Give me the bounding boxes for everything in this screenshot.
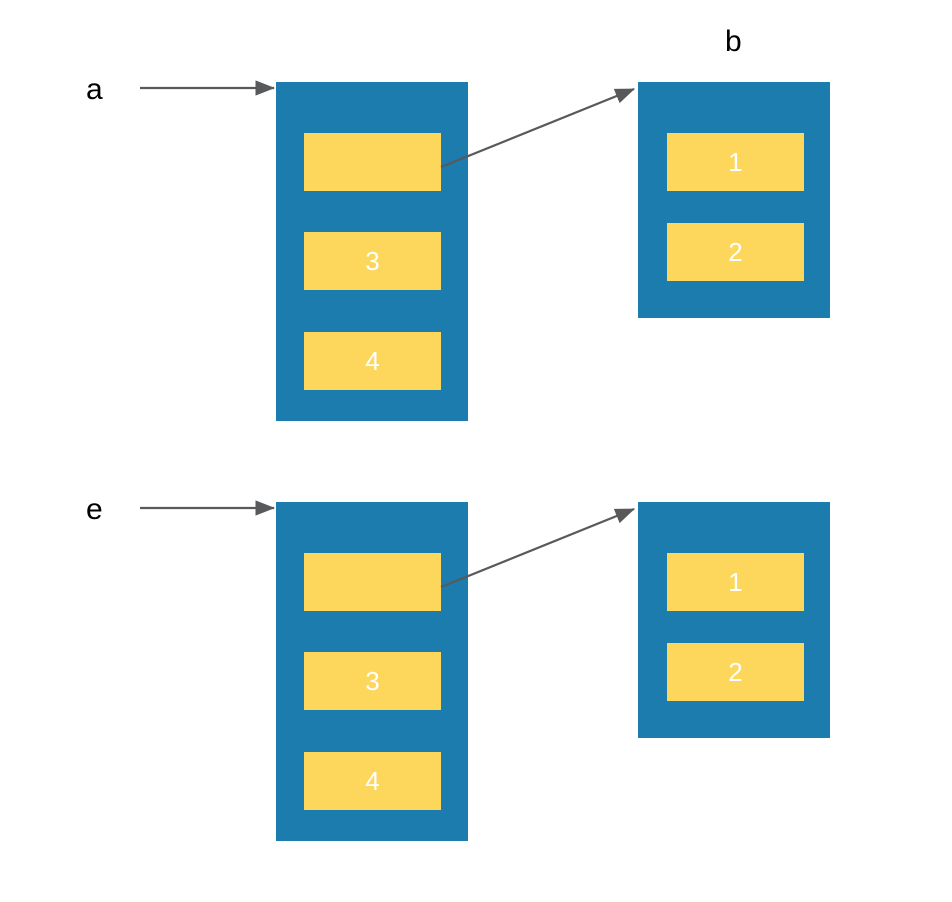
slot-label: 4 [365, 766, 380, 796]
slot-label: 3 [365, 666, 380, 696]
panel-a-right-slot-2[interactable]: 2 [667, 223, 804, 281]
panel-e-diagonal-arrow-icon [440, 507, 636, 589]
slot-label: 2 [728, 237, 743, 267]
arrow-line [440, 507, 636, 589]
slot-label: 1 [728, 567, 743, 597]
panel-a-left-slot-empty[interactable] [304, 133, 441, 191]
panel-a-diagonal-arrow-icon [440, 87, 636, 169]
panel-e-right-slot-1[interactable]: 1 [667, 553, 804, 611]
panel-label-a: a [86, 73, 103, 106]
panel-e-right-slot-2[interactable]: 2 [667, 643, 804, 701]
slot-label: 2 [728, 657, 743, 687]
panel-label-e: e [86, 493, 103, 526]
slot-label: 3 [365, 246, 380, 276]
slot-label: 1 [728, 147, 743, 177]
panel-a-right-slot-1[interactable]: 1 [667, 133, 804, 191]
panel-e-left-slot-3[interactable]: 3 [304, 652, 441, 710]
arrow-line [440, 87, 636, 169]
panel-a-right-container[interactable] [638, 82, 830, 318]
panel-e-right-container[interactable] [638, 502, 830, 738]
panel-e-left-slot-empty[interactable] [304, 553, 441, 611]
slot-label: 4 [365, 346, 380, 376]
panel-e-left-slot-4[interactable]: 4 [304, 752, 441, 810]
panel-a-left-slot-4[interactable]: 4 [304, 332, 441, 390]
panel-a-right-container-label-b: b [725, 25, 742, 58]
panel-a-left-slot-3[interactable]: 3 [304, 232, 441, 290]
